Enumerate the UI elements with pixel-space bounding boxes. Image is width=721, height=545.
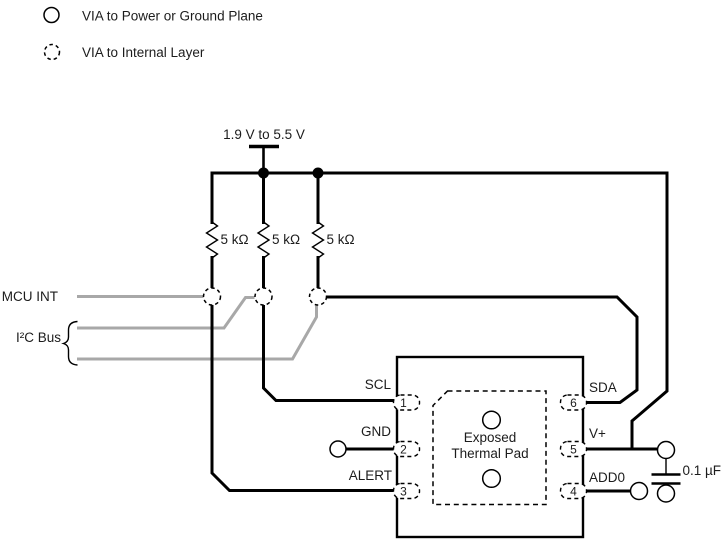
i2c-scl-bus-trace xyxy=(77,296,255,330)
pullup-resistor-label-1: 5 kΩ xyxy=(221,232,249,247)
pullup-resistors: 5 kΩ 5 kΩ 5 kΩ xyxy=(205,221,355,259)
thermal-pad-outline xyxy=(432,390,547,506)
pin-pad-3 xyxy=(392,482,421,500)
thermal-pad-label-line2: Thermal Pad xyxy=(451,446,528,461)
pin-pad-1 xyxy=(392,394,421,411)
pin-number-5: 5 xyxy=(570,443,577,457)
alert-trace xyxy=(210,305,397,492)
plane-vias xyxy=(329,440,676,503)
bus-labels: MCU INT I²C Bus xyxy=(2,289,78,366)
pin-label-add0: ADD0 xyxy=(589,470,625,485)
legend-internal-via-icon xyxy=(43,43,61,61)
junction-dot xyxy=(312,167,324,179)
mcu-int-label: MCU INT xyxy=(2,289,58,304)
power-supply: 1.9 V to 5.5 V xyxy=(223,127,305,173)
pin-number-6: 6 xyxy=(570,396,577,410)
pin-label-sda: SDA xyxy=(589,380,617,395)
pin-number-3: 3 xyxy=(400,485,407,499)
vplus-via-icon xyxy=(656,440,676,460)
pullup-resistor-label-3: 5 kΩ xyxy=(327,232,355,247)
pin-label-alert: ALERT xyxy=(349,468,392,483)
pullup-resistor-label-2: 5 kΩ xyxy=(272,232,300,247)
junction-dot xyxy=(258,167,269,179)
bus-traces xyxy=(77,295,318,361)
pullup-resistor-1 xyxy=(205,221,219,259)
pin-label-scl: SCL xyxy=(365,377,392,392)
pin-label-vplus: V+ xyxy=(589,426,606,441)
thermal-pad-label-line1: Exposed xyxy=(464,430,517,445)
pin-pad-6 xyxy=(559,394,588,411)
thermal-pad-via-icon-bottom xyxy=(481,468,502,489)
legend-power-via-label: VIA to Power or Ground Plane xyxy=(82,9,263,24)
internal-via-icon-3 xyxy=(308,287,328,306)
pin-pad-2 xyxy=(392,440,421,458)
pin-number-1: 1 xyxy=(400,396,407,410)
internal-via-icon-2 xyxy=(254,287,273,306)
legend-internal-via-label: VIA to Internal Layer xyxy=(82,45,205,60)
cap-gnd-via-icon xyxy=(656,484,676,503)
chip: Exposed Thermal Pad 1 2 3 6 5 4 SCL GND … xyxy=(349,355,625,539)
i2c-bus-label: I²C Bus xyxy=(16,330,61,345)
bypass-capacitor: 0.1 µF xyxy=(651,458,721,485)
i2c-bus-brace-icon xyxy=(61,320,78,366)
power-traces xyxy=(210,167,669,451)
add0-via-icon xyxy=(629,481,649,501)
power-rail-trace xyxy=(210,171,669,451)
supply-voltage-label: 1.9 V to 5.5 V xyxy=(223,127,305,142)
sda-trace xyxy=(326,295,639,404)
thermal-pad-via-icon-top xyxy=(481,410,502,430)
legend-power-via-icon xyxy=(43,6,60,24)
pullup-resistor-2 xyxy=(256,221,271,259)
pullup-resistor-3 xyxy=(311,221,325,259)
internal-vias xyxy=(202,287,328,306)
gnd-via-icon xyxy=(329,440,347,458)
pin-pad-4 xyxy=(559,482,588,500)
pin-label-gnd: GND xyxy=(361,424,391,439)
pin-number-4: 4 xyxy=(570,485,577,499)
pin-number-2: 2 xyxy=(400,443,407,457)
internal-via-icon-1 xyxy=(202,287,222,306)
capacitor-value-label: 0.1 µF xyxy=(683,463,721,478)
legend: VIA to Power or Ground Plane VIA to Inte… xyxy=(43,6,263,61)
signal-traces xyxy=(210,295,639,493)
pin-pad-5 xyxy=(559,440,588,458)
scl-trace xyxy=(262,305,397,402)
i2c-sda-bus-trace xyxy=(77,305,318,361)
